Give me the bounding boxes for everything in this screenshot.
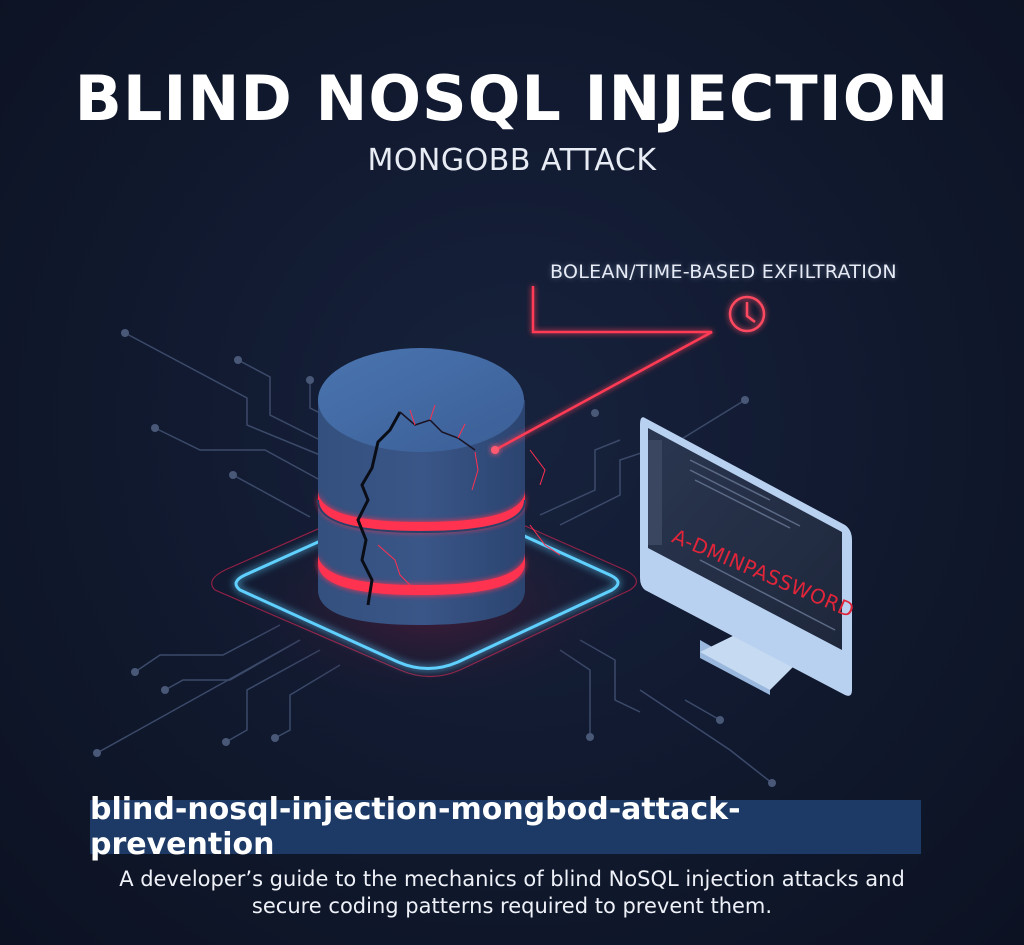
description-line-1: A developer’s guide to the mechanics of … [119,867,905,891]
page-subtitle: MONGOBB ATTACK [367,143,657,178]
circuit-nodes [93,329,776,787]
clock-icon [728,295,766,333]
database-cylinder-icon [317,348,561,625]
base-platform-outer [211,487,637,678]
page-title: BLIND NOSQL INJECTION [74,62,950,135]
base-platform-neon [234,497,620,670]
exfiltration-label: BOLEAN/TIME-BASED EXFILTRATION [550,261,897,283]
exfiltration-laser [494,286,713,452]
description: A developer’s guide to the mechanics of … [0,866,1024,920]
monitor-icon [640,417,852,696]
article-slug: blind-nosql-injection-mongbod-attack-pre… [90,792,741,862]
description-line-2: secure coding patterns required to preve… [251,894,773,918]
slug-bar: blind-nosql-injection-mongbod-attack-pre… [90,792,921,862]
